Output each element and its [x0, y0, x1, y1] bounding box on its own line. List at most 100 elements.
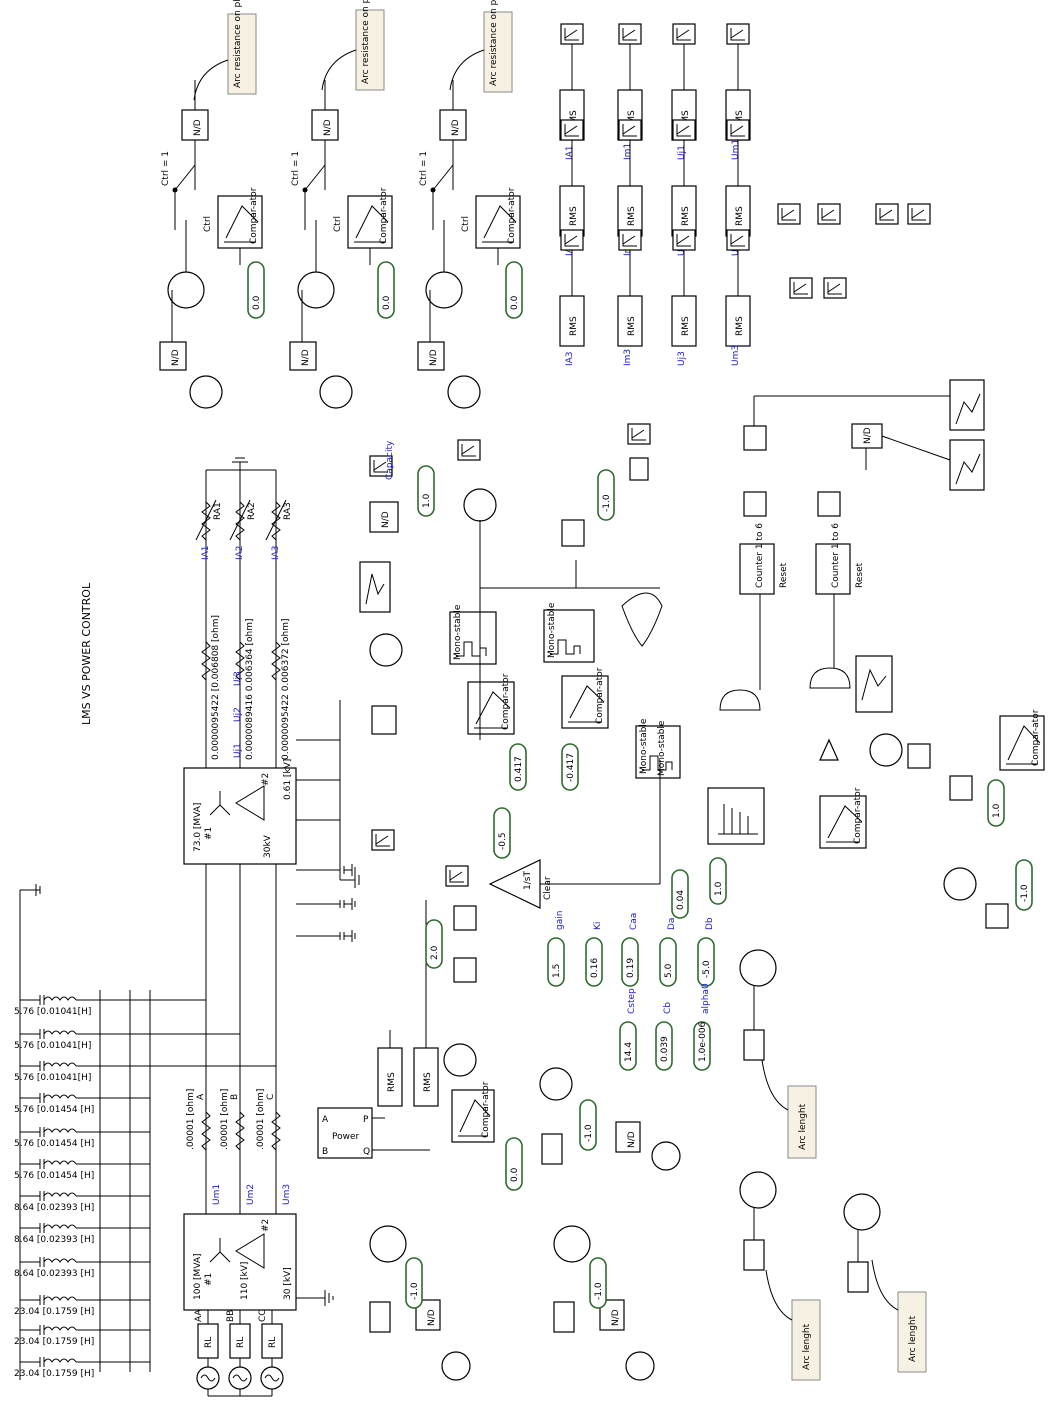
lookup-table-block[interactable]: [359, 561, 391, 613]
multiplier-block[interactable]: [847, 1261, 869, 1293]
summer-block[interactable]: [189, 375, 223, 409]
summer-block[interactable]: [425, 271, 463, 309]
constant-block[interactable]: [425, 919, 443, 969]
nd-block[interactable]: [615, 1121, 641, 1153]
constant-block[interactable]: [1015, 859, 1033, 911]
summer-block[interactable]: [369, 633, 403, 667]
multiplier-block[interactable]: [743, 1029, 765, 1061]
rms-block[interactable]: [725, 295, 751, 347]
plot-icon[interactable]: [726, 23, 750, 45]
constant-block[interactable]: [655, 1021, 673, 1071]
constant-block[interactable]: [579, 1099, 597, 1151]
plot-icon[interactable]: [726, 229, 750, 251]
plot-icon[interactable]: [369, 455, 393, 477]
constant-block[interactable]: [987, 779, 1005, 827]
constant-block[interactable]: [693, 1021, 711, 1071]
constant-block[interactable]: [405, 1257, 423, 1309]
nd-block[interactable]: [311, 109, 339, 141]
nd-block[interactable]: [369, 501, 399, 533]
plot-icon[interactable]: [777, 203, 801, 225]
constant-block[interactable]: [621, 937, 639, 987]
plot-icon[interactable]: [618, 229, 642, 251]
multiplier-block[interactable]: [371, 705, 397, 735]
summer-block[interactable]: [447, 375, 481, 409]
counter-block[interactable]: [739, 543, 775, 595]
summer-block[interactable]: [441, 1351, 471, 1381]
comparator-block[interactable]: [451, 1089, 495, 1143]
plot-icon[interactable]: [560, 119, 584, 141]
multiplier-block[interactable]: [817, 491, 841, 517]
plot-icon[interactable]: [371, 829, 395, 851]
nd-block[interactable]: [417, 341, 445, 371]
constant-block[interactable]: [547, 937, 565, 987]
summer-block[interactable]: [739, 949, 777, 987]
plot-icon[interactable]: [789, 277, 813, 299]
constant-block[interactable]: [417, 465, 435, 517]
comparator-block[interactable]: [467, 681, 515, 735]
rms-block[interactable]: [413, 1047, 439, 1107]
nd-block[interactable]: [599, 1299, 625, 1331]
nd-block[interactable]: [289, 341, 317, 371]
constant-block[interactable]: [509, 743, 527, 791]
constant-block[interactable]: [505, 261, 523, 319]
summer-block[interactable]: [625, 1351, 655, 1381]
summer-block[interactable]: [869, 733, 903, 767]
multiplier-block[interactable]: [985, 903, 1009, 929]
constant-block[interactable]: [709, 857, 727, 905]
monostable-block[interactable]: [635, 725, 681, 779]
comparator-block[interactable]: [561, 675, 609, 729]
plot-icon[interactable]: [817, 203, 841, 225]
rms-block[interactable]: [671, 295, 697, 347]
summer-block[interactable]: [943, 867, 977, 901]
transformer-2[interactable]: [183, 767, 297, 865]
plot-icon[interactable]: [618, 119, 642, 141]
rms-block[interactable]: [617, 185, 643, 237]
plot-icon[interactable]: [875, 203, 899, 225]
summer-block[interactable]: [167, 271, 205, 309]
plot-icon[interactable]: [823, 277, 847, 299]
comparator-block[interactable]: [475, 195, 521, 249]
counter-block[interactable]: [815, 543, 851, 595]
constant-block[interactable]: [619, 1021, 637, 1071]
not-gate-icon[interactable]: [819, 738, 839, 761]
step-generator-block[interactable]: [707, 787, 765, 845]
transformer-1[interactable]: [183, 1213, 297, 1311]
multiplier-block[interactable]: [369, 1301, 391, 1333]
nd-block[interactable]: [851, 423, 883, 449]
constant-block[interactable]: [585, 937, 603, 987]
constant-block[interactable]: [659, 937, 677, 987]
comparator-block[interactable]: [347, 195, 393, 249]
summer-block[interactable]: [297, 271, 335, 309]
multiplier-block[interactable]: [743, 425, 767, 451]
constant-block[interactable]: [561, 743, 579, 791]
summer-block[interactable]: [463, 488, 497, 522]
monostable-block[interactable]: [543, 609, 595, 663]
multiplier-block[interactable]: [453, 957, 477, 983]
plot-icon[interactable]: [445, 865, 469, 887]
multiplier-block[interactable]: [949, 775, 973, 801]
multiplier-block[interactable]: [743, 1239, 765, 1271]
nd-block[interactable]: [159, 341, 187, 371]
rms-block[interactable]: [671, 185, 697, 237]
multiplier-block[interactable]: [553, 1301, 575, 1333]
plot-icon[interactable]: [457, 439, 481, 461]
summer-block[interactable]: [443, 1043, 477, 1077]
power-meter-block[interactable]: [317, 1107, 373, 1159]
multiplier-block[interactable]: [907, 743, 931, 769]
summer-block[interactable]: [651, 1141, 681, 1171]
plot-icon[interactable]: [560, 23, 584, 45]
multiplier-block[interactable]: [743, 491, 767, 517]
summer-block[interactable]: [369, 1225, 407, 1263]
plot-icon[interactable]: [627, 423, 651, 445]
multiplier-block[interactable]: [541, 1133, 563, 1165]
constant-block[interactable]: [247, 261, 265, 319]
constant-block[interactable]: [671, 869, 689, 919]
scope-block[interactable]: [629, 457, 649, 481]
constant-block[interactable]: [493, 807, 511, 859]
comparator-block[interactable]: [819, 795, 867, 849]
lookup-table-block[interactable]: [855, 655, 893, 713]
multiplier-block[interactable]: [561, 519, 585, 547]
summer-block[interactable]: [319, 375, 353, 409]
plot-icon[interactable]: [726, 119, 750, 141]
multiplier-block[interactable]: [453, 905, 477, 931]
